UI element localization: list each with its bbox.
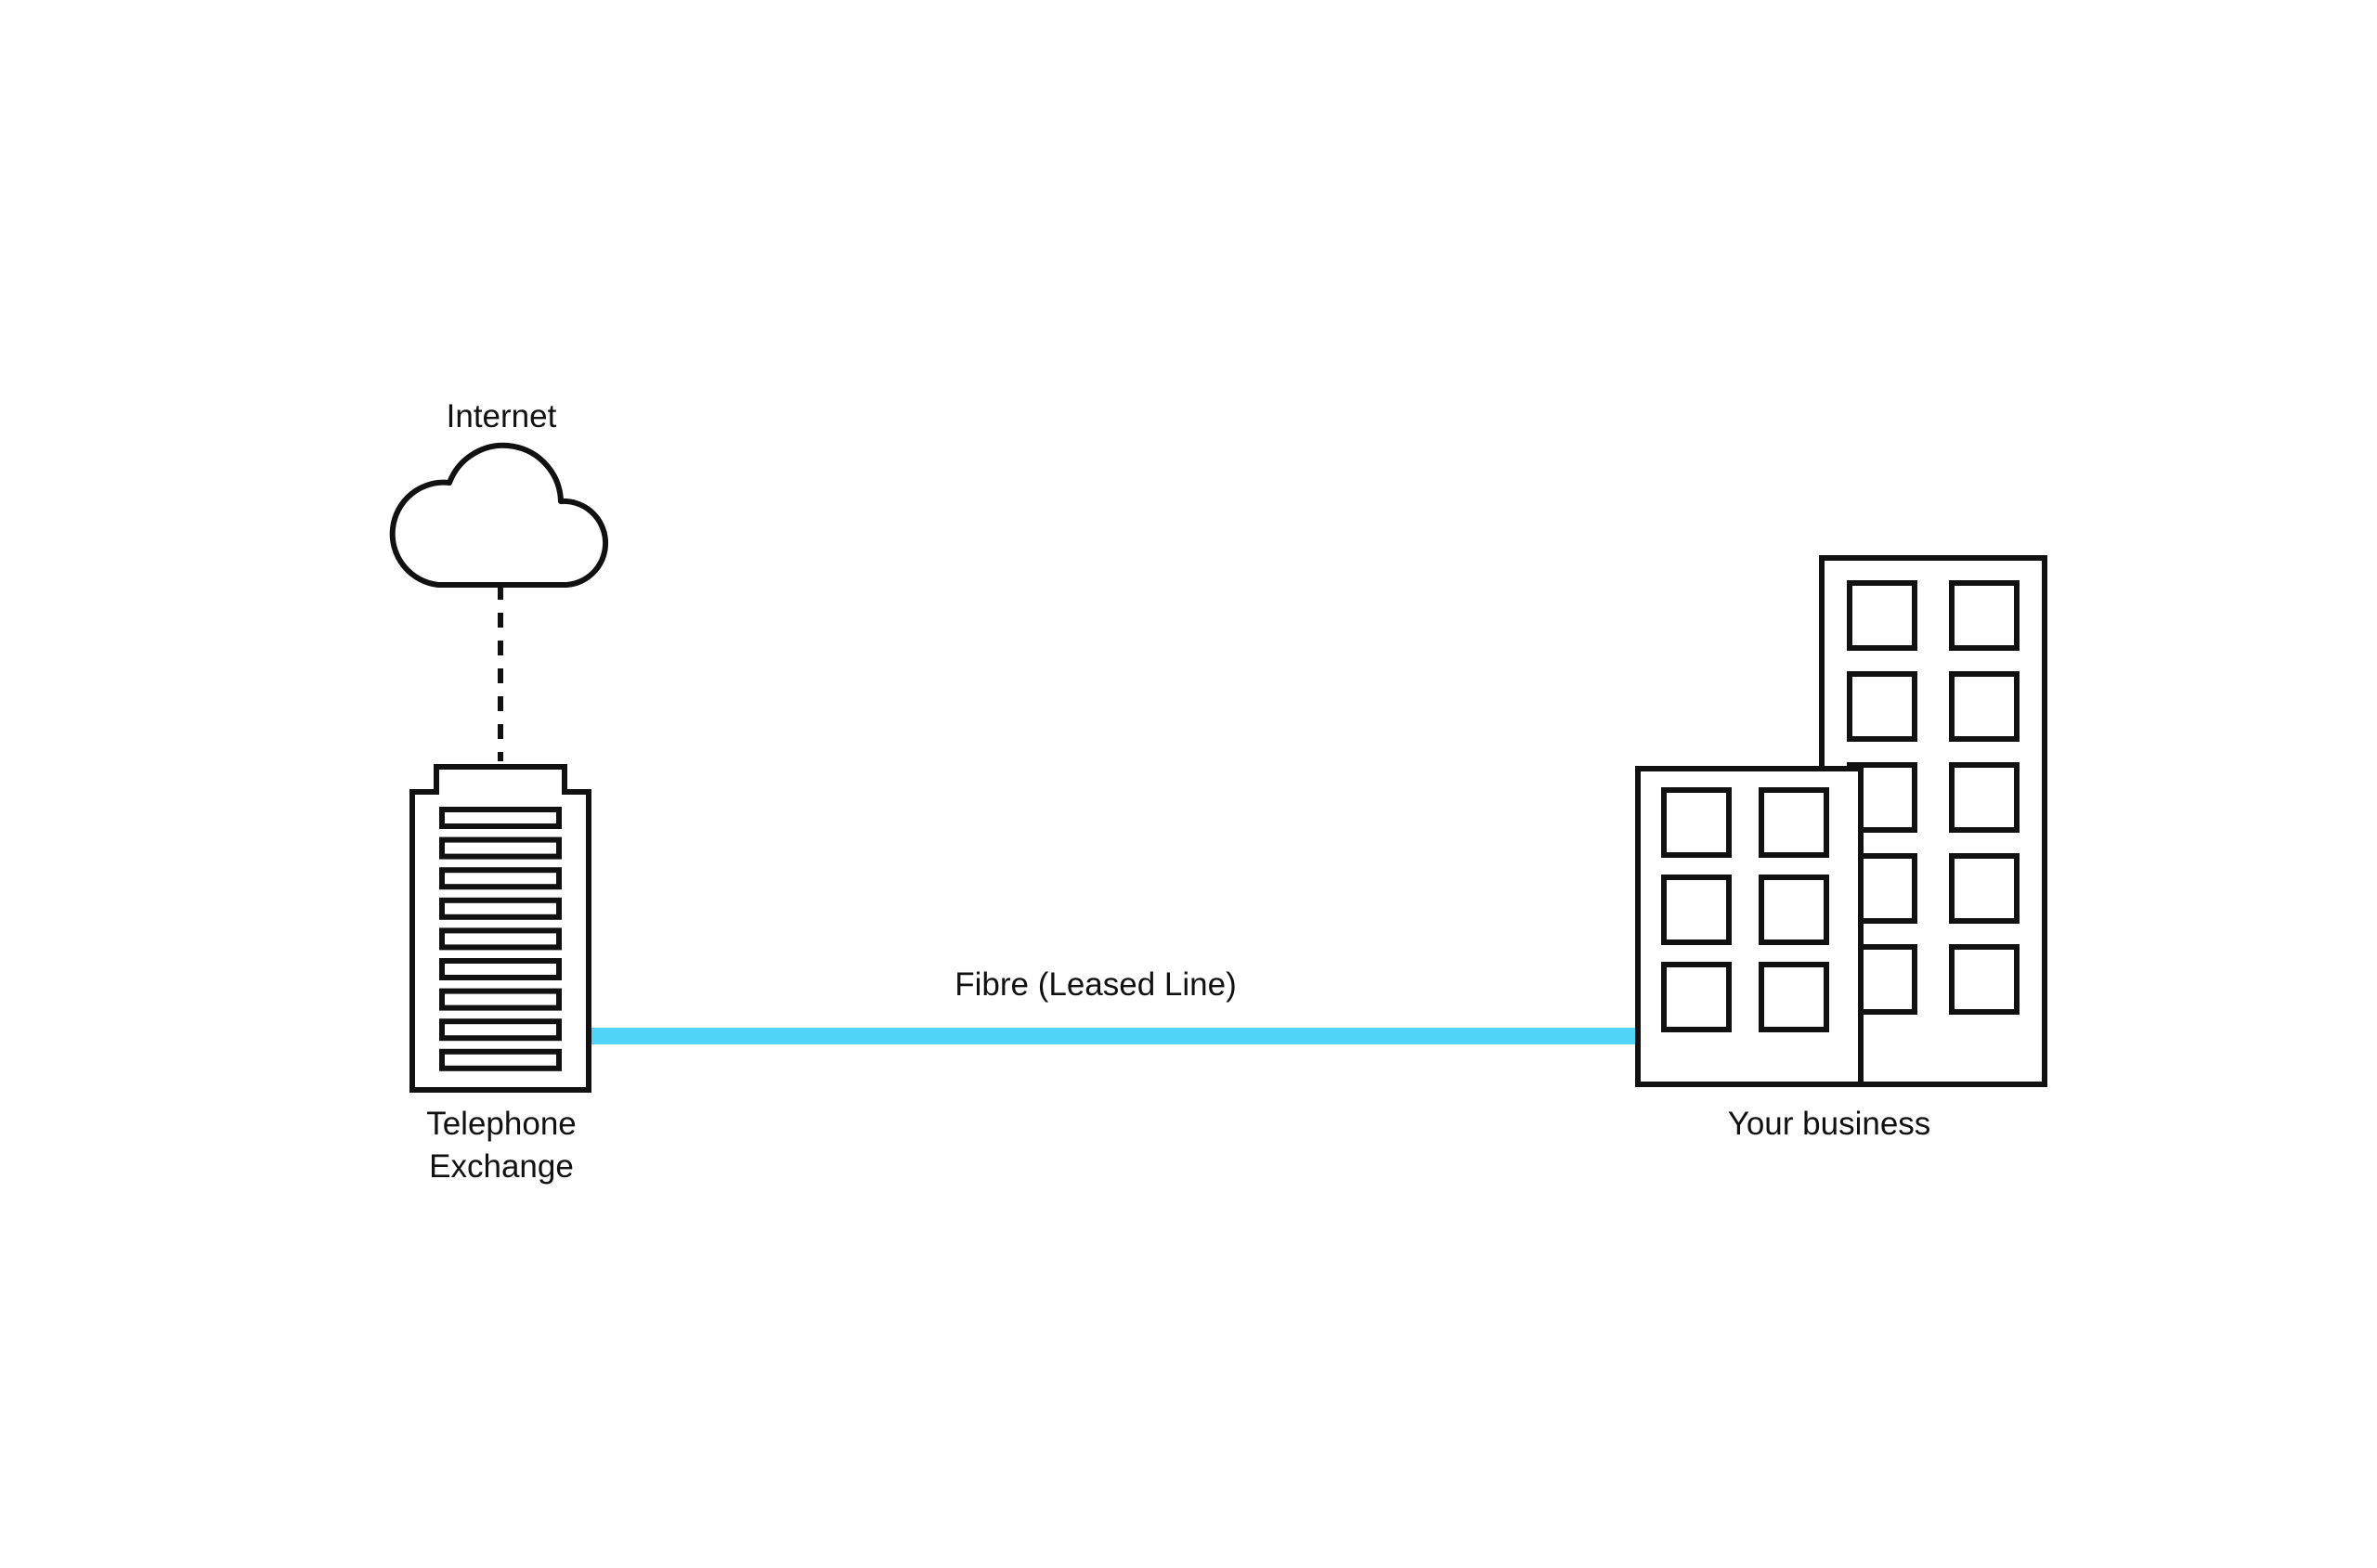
window bbox=[1661, 962, 1732, 1032]
window bbox=[1949, 762, 2020, 833]
exchange-rack-bar bbox=[439, 807, 562, 829]
telephone-exchange-label-line2: Exchange bbox=[429, 1148, 574, 1185]
window bbox=[1661, 875, 1732, 945]
telephone-exchange-label: Telephone Exchange bbox=[371, 1103, 631, 1188]
exchange-rack-bar bbox=[439, 897, 562, 920]
window bbox=[1759, 787, 1829, 858]
window bbox=[1661, 787, 1732, 858]
window bbox=[1949, 671, 2020, 742]
exchange-racks bbox=[439, 807, 562, 1071]
exchange-rack-bar bbox=[439, 927, 562, 951]
window bbox=[1847, 580, 1917, 651]
window bbox=[1949, 944, 2020, 1015]
office-buildings-icon bbox=[1635, 555, 2047, 1087]
telephone-exchange-icon bbox=[409, 764, 591, 1093]
window bbox=[1949, 580, 2020, 651]
telephone-exchange-label-line1: Telephone bbox=[426, 1106, 577, 1142]
short-building-windows bbox=[1661, 787, 1829, 1032]
exchange-rack-bar bbox=[439, 1018, 562, 1042]
business-label: Your business bbox=[1727, 1106, 1931, 1142]
exchange-rack-bar bbox=[439, 867, 562, 890]
window bbox=[1949, 853, 2020, 924]
window bbox=[1847, 671, 1917, 742]
cloud-icon bbox=[389, 442, 609, 588]
exchange-rack-bar bbox=[439, 836, 562, 860]
exchange-rack-bar bbox=[439, 958, 562, 980]
exchange-rack-bar bbox=[439, 988, 562, 1011]
fibre-link-label: Fibre (Leased Line) bbox=[955, 966, 1237, 1003]
exchange-rack-bar bbox=[439, 1048, 562, 1071]
window bbox=[1759, 875, 1829, 945]
internet-label: Internet bbox=[446, 398, 557, 434]
window bbox=[1759, 962, 1829, 1032]
